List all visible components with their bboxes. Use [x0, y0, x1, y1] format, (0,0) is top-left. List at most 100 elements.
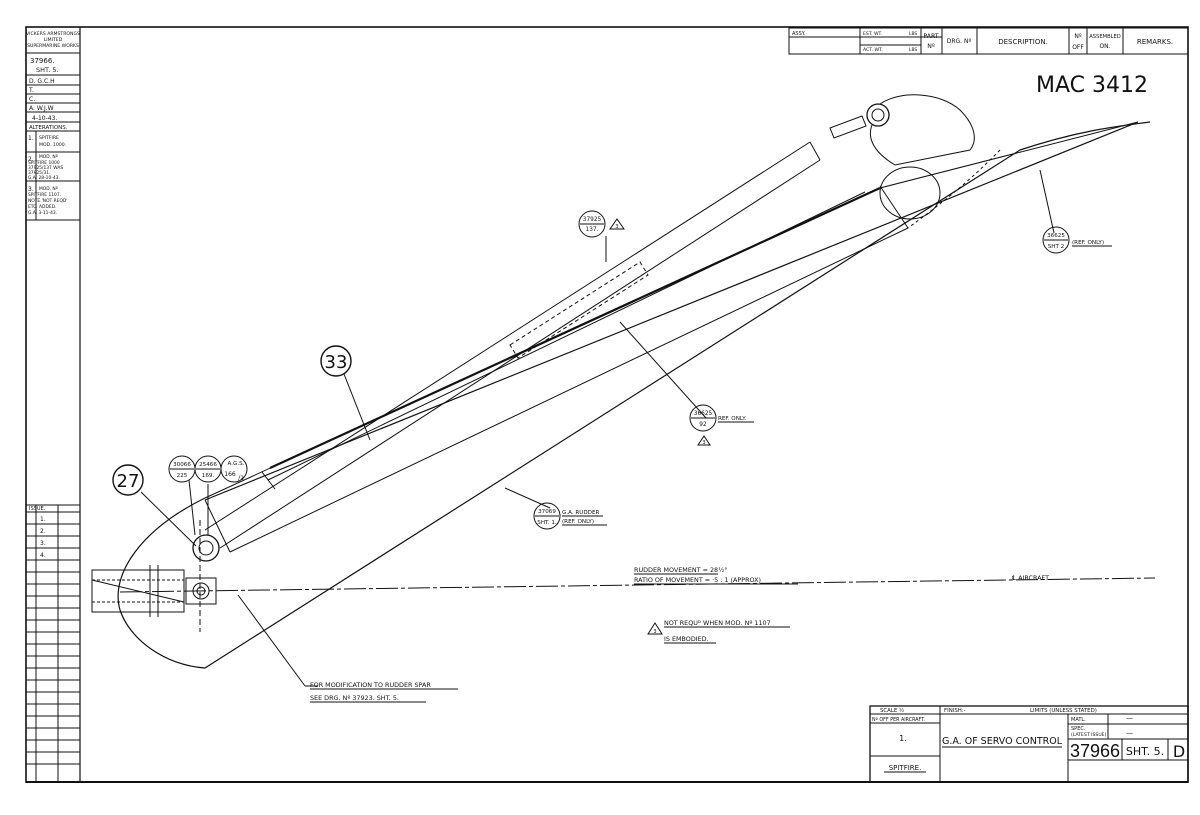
title-block: SCALE ½ FINISH:- LIMITS (UNLESS STATED) …	[869, 705, 1189, 783]
left-sheet-number: SHT. 5.	[36, 66, 59, 74]
company-name: VICKERS ARMSTRONGS	[26, 31, 80, 37]
limits-label: LIMITS (UNLESS STATED)	[1030, 708, 1097, 714]
assembled-on-column: ASSEMBLED	[1089, 34, 1121, 40]
approved-by: A. W.J.W	[29, 105, 54, 112]
lbs-label: LBS	[909, 47, 917, 53]
alteration-1-line: MOD. 1000.	[39, 142, 66, 148]
scale-label: SCALE ½	[880, 707, 904, 714]
ref-item: 137.	[586, 227, 599, 233]
lbs-label: LBS	[909, 31, 917, 37]
alteration-1-no: 1.	[28, 135, 34, 142]
callout-37069: 37069 SHT. 1. G.A. RUDDER (REF. ONLY)	[533, 502, 607, 530]
alteration-2-line: MOD. Nº	[39, 154, 58, 160]
not-reqd-note-cont: IS EMBODIED.	[664, 635, 709, 643]
ref-only-note: (REF. ONLY)	[1072, 240, 1104, 246]
issue-header: ISSUE.	[29, 506, 46, 512]
part-no-column: Nº	[927, 43, 935, 50]
alterations-header: ALTERATIONS.	[29, 125, 68, 131]
no-off-column: Nº	[1074, 33, 1081, 40]
servo-tab-linkage	[91, 94, 1156, 632]
drawing-number: 37966	[1070, 741, 1120, 761]
callout-37925: 37925 137. 3	[578, 210, 625, 238]
left-title-strip: VICKERS ARMSTRONGS LIMITED SUPERMARINE W…	[26, 31, 80, 782]
alteration-3-line: ETC. ADDED.	[28, 204, 56, 210]
ref-part: 36625	[694, 411, 713, 417]
ref-part: A.G.S.	[228, 461, 245, 467]
ref-part: 37069	[538, 509, 556, 515]
ref-only-note: (REF. ONLY)	[562, 519, 594, 525]
callout-36625-sht2: 36625 SHT 2 (REF. ONLY)	[1042, 226, 1112, 254]
assembled-on-column: ON.	[1099, 43, 1110, 50]
drawing-title: G.A. OF SERVO CONTROL	[942, 736, 1063, 747]
sheet-number: SHT. 5.	[1126, 745, 1164, 758]
alteration-2-line: G.A. 28-10-43.	[28, 175, 60, 181]
callout-33: 33	[320, 345, 352, 377]
spec-sub-label: (LATEST ISSUE)	[1071, 732, 1107, 738]
ref-item: 225	[177, 473, 188, 479]
act-wt-column: ACT. WT.	[863, 47, 883, 53]
callout-ags: A.G.S. 166 /2	[220, 455, 248, 483]
matl-value: —	[1126, 714, 1133, 722]
mac-reference: MAC 3412	[1036, 73, 1148, 98]
revision-mark: 3	[702, 440, 705, 446]
ref-item: 92	[699, 422, 707, 428]
drg-no-column: DRG. Nº	[947, 38, 972, 45]
rudder-outline	[117, 121, 1151, 669]
issue-entry: 1.	[40, 516, 46, 523]
notes: RUDDER MOVEMENT = 28½° RATIO OF MOVEMENT…	[310, 566, 1050, 703]
modification-note: FOR MODIFICATION TO RUDDER SPAR	[310, 681, 431, 689]
alteration-1-line: SPITFIRE	[39, 135, 59, 141]
revision-mark: 3	[615, 224, 618, 230]
company-works: SUPERMARINE WORKS	[27, 43, 79, 49]
not-reqd-note: NOT REQUᴰ WHEN MOD. Nº 1107	[664, 619, 771, 627]
alteration-3-line: MOD. Nº	[39, 186, 58, 192]
alteration-2-line: SPITFIRE 1000	[28, 160, 60, 166]
remarks-column: REMARKS.	[1137, 38, 1173, 46]
assy-column: ASSY.	[792, 31, 806, 37]
alteration-2-line: 37925/137 WAS	[28, 165, 63, 171]
sheet-border	[25, 26, 1189, 783]
ref-item: SHT 2	[1048, 244, 1065, 250]
ref-item: SHT. 1.	[537, 520, 557, 526]
callout-27: 27	[112, 464, 144, 496]
drawing-date: 4-10-43.	[32, 115, 57, 122]
callout-30066: 30066 225	[168, 455, 196, 483]
left-drawing-number: 37966.	[30, 57, 55, 65]
callout-33-label: 33	[325, 352, 348, 373]
aircraft-centreline-label: ℄ AIRCRAFT.	[1012, 574, 1050, 582]
drawing-size: D	[1173, 742, 1185, 761]
part-no-column: PART	[923, 33, 938, 40]
aircraft-type: SPITFIRE.	[889, 764, 922, 772]
modification-note-cont: SEE DRG. Nº 37923. SHT. 5.	[310, 694, 399, 702]
ref-part: 25466	[199, 462, 217, 468]
company-limited: LIMITED	[44, 37, 63, 43]
no-off-column: OFF	[1072, 44, 1084, 51]
ref-part: 36625	[1047, 233, 1065, 239]
issue-entry: 3.	[40, 540, 46, 547]
traced-by: T.	[28, 87, 34, 94]
ref-part: 37925	[583, 217, 602, 223]
ref-item: 166	[224, 471, 236, 478]
alteration-3-line: SPITFIRE 1107.	[28, 192, 61, 198]
alteration-3-line: NOTE.'NOT REQD'	[28, 198, 68, 204]
ref-only-note: REF. ONLY.	[718, 416, 747, 422]
matl-label: MATL.	[1071, 717, 1086, 723]
description-column: DESCRIPTION.	[998, 38, 1048, 46]
leader-lines	[140, 169, 1055, 687]
ref-item: 169.	[202, 473, 215, 479]
no-off-value: 1.	[899, 734, 907, 743]
rudder-movement-note: RUDDER MOVEMENT = 28½°	[634, 566, 728, 574]
ref-part: 30066	[173, 462, 191, 468]
drawn-by: D. G.C.H	[29, 78, 55, 85]
spec-value: —	[1126, 729, 1133, 737]
callout-25466: 25466 169.	[194, 455, 222, 483]
ratio-note: RATIO OF MOVEMENT = ·5 : 1 (APPROX)	[634, 576, 761, 584]
est-wt-column: EST. WT.	[863, 31, 882, 37]
alteration-3-no: 3.	[28, 186, 34, 193]
spec-label: SPEC.	[1071, 726, 1086, 732]
callout-27-label: 27	[117, 471, 140, 492]
finish-label: FINISH:-	[944, 708, 966, 714]
parts-list-header: ASSY. EST. WT. LBS ACT. WT. LBS PART Nº …	[788, 27, 1189, 55]
alteration-2-line: 37925/31.	[28, 170, 50, 176]
